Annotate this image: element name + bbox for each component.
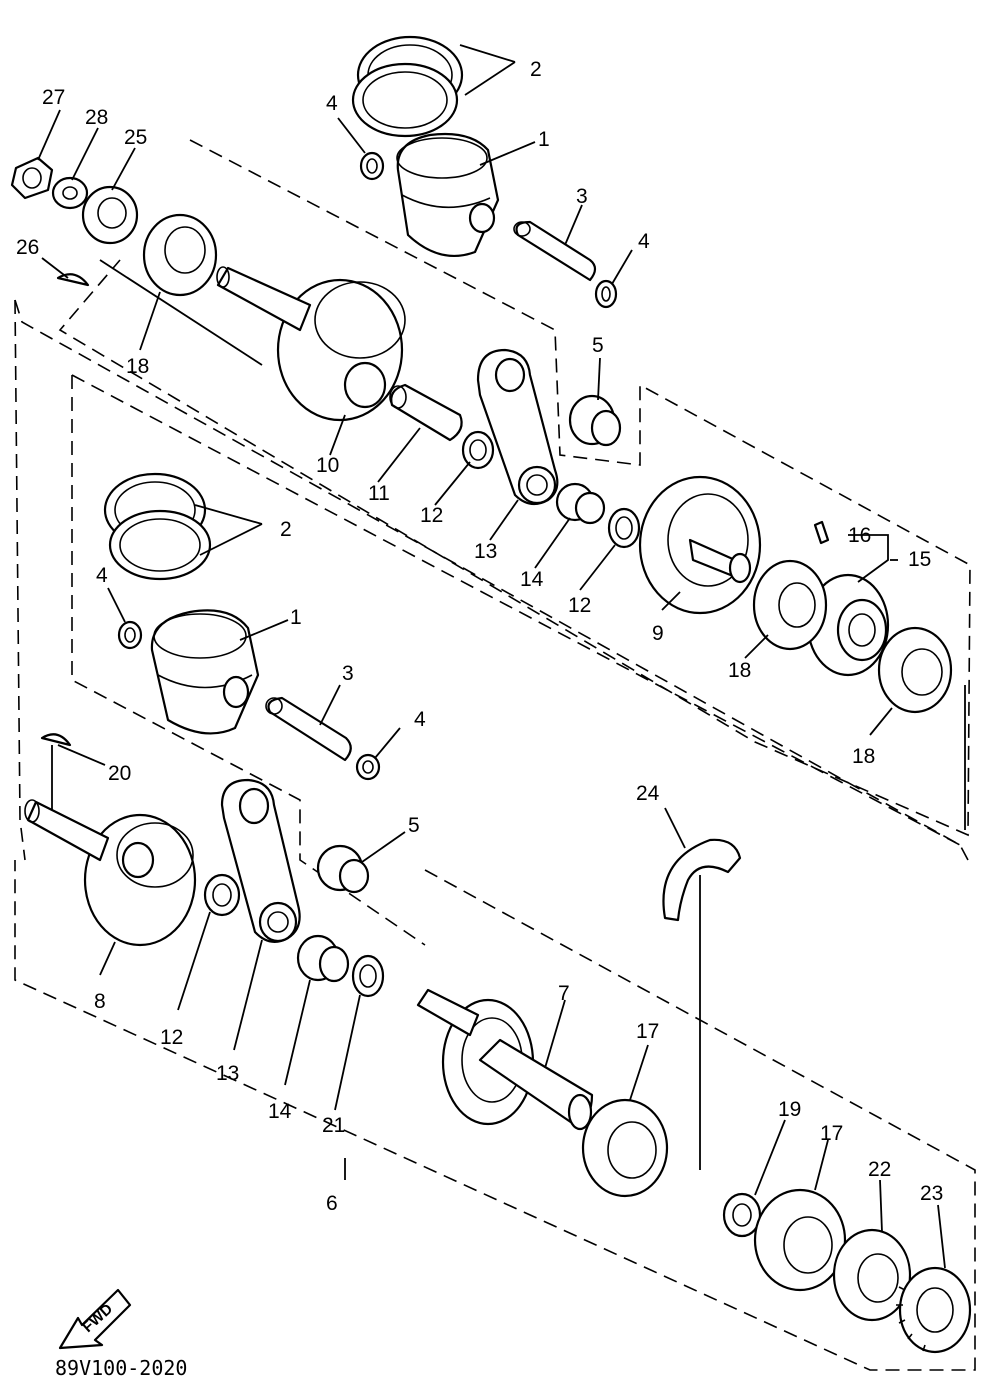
callout-24: 24 xyxy=(636,782,660,805)
callout-2-lower: 2 xyxy=(280,518,292,541)
piston-pin-lower xyxy=(265,696,352,762)
callout-17-output: 17 xyxy=(820,1122,843,1145)
callout-18-center-left: 18 xyxy=(728,659,751,682)
piston-lower xyxy=(150,609,260,735)
callout-4-lower-left: 4 xyxy=(96,564,108,587)
crank-web-left-lower xyxy=(24,799,197,947)
callout-26: 26 xyxy=(16,236,39,259)
bearing-center-left xyxy=(752,559,828,651)
callout-3-lower: 3 xyxy=(342,662,354,685)
woodruff-key-lower xyxy=(40,733,72,747)
oil-seal-output xyxy=(832,1228,912,1322)
piston-ring-set-lower xyxy=(103,472,212,581)
callout-8: 8 xyxy=(94,990,106,1013)
callout-13-upper: 13 xyxy=(474,540,497,563)
callout-5-lower: 5 xyxy=(408,814,420,837)
thrust-washer-lower-right xyxy=(351,954,385,998)
small-end-bearing-upper xyxy=(568,394,622,447)
half-moon-clip xyxy=(662,838,742,922)
callout-19: 19 xyxy=(778,1098,801,1121)
callout-11: 11 xyxy=(368,482,390,505)
shim-washer-output xyxy=(722,1192,762,1238)
callout-4-lower-right: 4 xyxy=(414,708,426,731)
callout-17-lower: 17 xyxy=(636,1020,659,1043)
crank-web-left-upper xyxy=(216,266,406,422)
primary-drive-gear xyxy=(896,1266,972,1354)
callout-28: 28 xyxy=(85,106,108,129)
callout-25: 25 xyxy=(124,126,147,149)
callout-13-lower: 13 xyxy=(216,1062,239,1085)
nut-upper xyxy=(10,156,54,200)
callout-2-upper: 2 xyxy=(530,58,542,81)
oil-seal-upper xyxy=(81,185,139,245)
callout-21: 21 xyxy=(322,1114,345,1137)
callout-23: 23 xyxy=(920,1182,943,1205)
forward-direction-arrow: FWD xyxy=(58,1288,132,1350)
leader-lines-shafts xyxy=(51,259,966,1170)
piston-upper xyxy=(396,132,500,257)
assembly-outline-upper xyxy=(58,139,971,837)
callout-5-upper: 5 xyxy=(592,334,604,357)
callout-27: 27 xyxy=(42,86,65,109)
connecting-rod-lower xyxy=(220,778,301,943)
callout-12-upper-left: 12 xyxy=(420,504,443,527)
washer-upper xyxy=(51,176,89,210)
callout-7: 7 xyxy=(558,982,570,1005)
callout-22: 22 xyxy=(868,1158,891,1181)
locating-pin xyxy=(813,520,830,545)
piston-pin-upper xyxy=(513,220,597,282)
callout-6: 6 xyxy=(326,1192,338,1215)
callout-20: 20 xyxy=(108,762,131,785)
callout-labels: 1 2 3 4 4 5 27 28 25 26 18 10 11 12 13 1… xyxy=(16,58,943,1215)
labyrinth-seal-center xyxy=(806,573,890,677)
callout-10: 10 xyxy=(316,454,339,477)
woodruff-key-upper xyxy=(56,273,90,287)
crank-web-right-lower xyxy=(416,988,594,1131)
callout-12-lower: 12 xyxy=(160,1026,183,1049)
thrust-washer-upper-right xyxy=(607,507,641,549)
callout-1-lower: 1 xyxy=(290,606,302,629)
bearing-output xyxy=(753,1188,847,1292)
big-end-bearing-upper xyxy=(555,482,606,525)
thrust-washer-lower-left xyxy=(203,873,241,917)
callout-15: 15 xyxy=(908,548,931,571)
drawing-code: 89V100-2020 xyxy=(55,1356,187,1380)
crank-pin-upper xyxy=(389,383,463,442)
bearing-right-lower xyxy=(581,1098,669,1198)
thrust-washer-upper-left xyxy=(461,430,495,470)
callout-1-upper: 1 xyxy=(538,128,550,151)
piston-ring-set-upper xyxy=(351,35,464,138)
circlip-upper-left xyxy=(359,151,385,181)
small-end-bearing-lower xyxy=(316,844,370,894)
bearing-left-upper xyxy=(142,213,218,297)
circlip-lower-right xyxy=(355,753,381,781)
callout-leaders xyxy=(37,44,946,1269)
callout-4-upper-left: 4 xyxy=(326,92,338,115)
circlip-upper-right xyxy=(594,279,618,309)
circlip-lower-left xyxy=(117,620,143,650)
callout-14-upper: 14 xyxy=(520,568,544,591)
crank-web-right-upper xyxy=(638,475,762,615)
callout-9: 9 xyxy=(652,622,664,645)
callout-16: 16 xyxy=(848,524,871,547)
connecting-rod-upper xyxy=(476,348,559,506)
bearing-center-right xyxy=(877,626,953,714)
callout-4-upper-right: 4 xyxy=(638,230,650,253)
callout-14-lower: 14 xyxy=(268,1100,292,1123)
big-end-bearing-lower xyxy=(296,934,350,983)
callout-18-upper: 18 xyxy=(126,355,149,378)
callout-3-upper: 3 xyxy=(576,185,588,208)
callout-12-upper-right: 12 xyxy=(568,594,591,617)
callout-18-center-right: 18 xyxy=(852,745,875,768)
